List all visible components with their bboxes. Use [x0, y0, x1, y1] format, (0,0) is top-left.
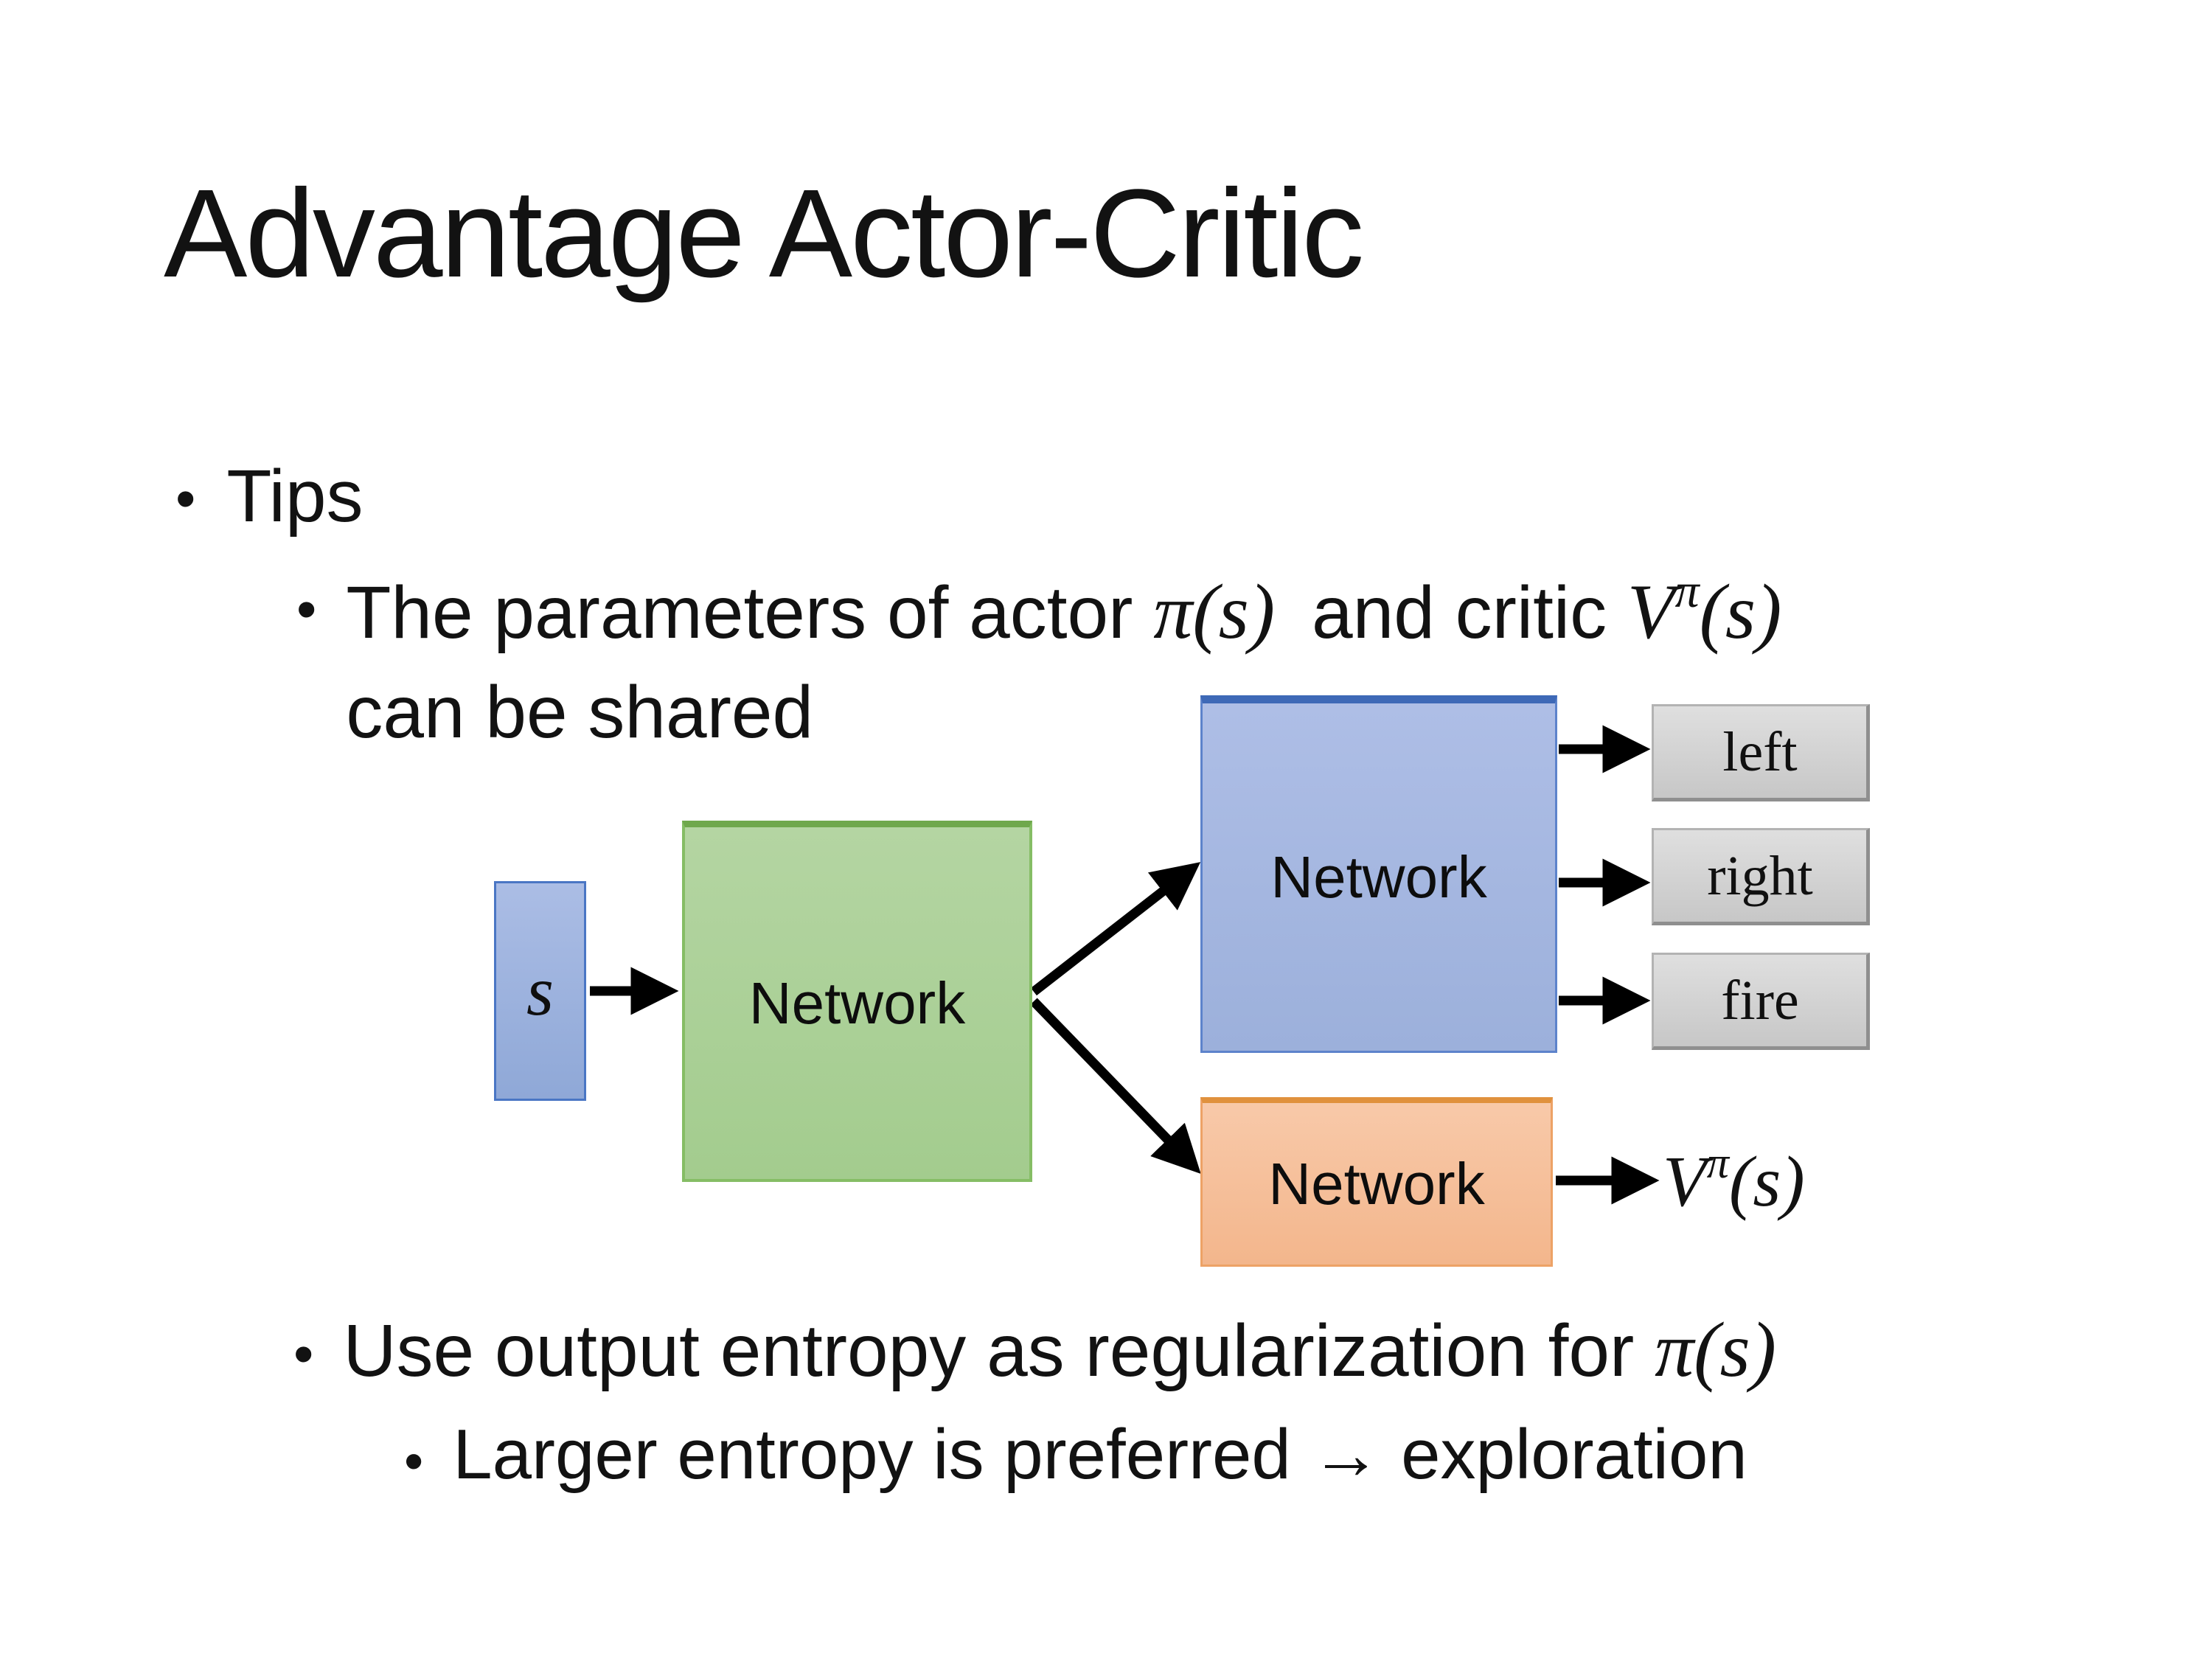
entropy-text-before: Use output entropy as regularization for [343, 1310, 1655, 1392]
critic-value-arg: (s) [1699, 568, 1782, 655]
entropy-policy-math: π(s) [1655, 1307, 1777, 1393]
action-label-right: right [1707, 844, 1813, 907]
critic-value-sup: π [1674, 564, 1700, 619]
shared-text-before: The parameters of actor [346, 571, 1154, 654]
critic-network-box: Network [1200, 1097, 1553, 1267]
bullet-item-entropy: • Use output entropy as regularization f… [293, 1305, 1776, 1403]
shared-params-line2: can be shared [346, 670, 814, 754]
bullet-dot: • [404, 1430, 424, 1492]
critic-value-math: Vπ(s) [1627, 564, 1782, 655]
value-base: V [1663, 1142, 1707, 1222]
action-box-fire: fire [1652, 953, 1870, 1050]
value-arg: (s) [1728, 1142, 1805, 1222]
shared-text-middle: and critic [1291, 571, 1627, 654]
entropy-text: Use output entropy as regularization for… [343, 1305, 1776, 1395]
action-box-right: right [1652, 828, 1870, 925]
bullet-dot: • [296, 577, 317, 641]
bullet-dot: • [293, 1321, 314, 1386]
bullet-dot: • [175, 466, 196, 531]
shared-network-box: Network [682, 821, 1032, 1182]
arrow-shared-to-actor [1031, 862, 1201, 996]
bullet-item-shared-params: • The parameters of actor π(s) and criti… [296, 560, 1781, 761]
bullet-item-exploration: • Larger entropy is preferred → explorat… [404, 1414, 1747, 1508]
shared-params-text: The parameters of actor π(s) and critic … [346, 560, 1781, 761]
value-output-math: Vπ(s) [1663, 1138, 1805, 1223]
critic-network-label: Network [1268, 1150, 1485, 1217]
page-title: Advantage Actor-Critic [164, 164, 1364, 304]
action-label-fire: fire [1721, 969, 1799, 1032]
shared-network-label: Network [748, 970, 966, 1036]
bullet-item-tips: • Tips [175, 454, 364, 543]
state-input-box: s [494, 881, 586, 1101]
value-sup: π [1706, 1138, 1729, 1188]
exploration-label: Larger entropy is preferred → exploratio… [453, 1415, 1747, 1494]
action-box-left: left [1652, 704, 1870, 801]
arrow-shared-to-critic [1030, 998, 1201, 1175]
tips-label: Tips [226, 455, 364, 538]
critic-value-base: V [1627, 568, 1675, 655]
action-label-left: left [1722, 720, 1798, 783]
actor-network-box: Network [1200, 695, 1557, 1053]
shared-params-line1: The parameters of actor π(s) and critic … [346, 560, 1781, 664]
value-output-label: Vπ(s) [1663, 1134, 1805, 1230]
actor-policy-math: π(s) [1153, 568, 1276, 655]
actor-network-label: Network [1270, 844, 1487, 910]
state-label: s [526, 952, 554, 1030]
